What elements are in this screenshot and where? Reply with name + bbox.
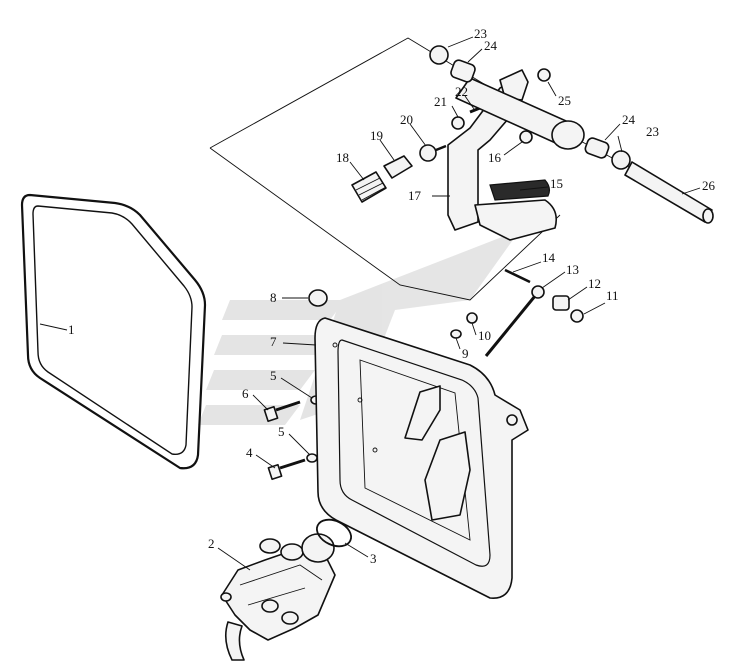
callout-6: 6 — [242, 386, 249, 401]
part-26-shaft — [624, 161, 714, 224]
part-25-nut — [537, 68, 551, 82]
callout-1: 1 — [68, 322, 75, 337]
callout-26: 26 — [702, 178, 716, 193]
callout-16: 16 — [488, 150, 502, 165]
part-9-nut — [450, 329, 462, 339]
callout-20: 20 — [400, 112, 413, 127]
callout-17: 17 — [408, 188, 422, 203]
part-15-pedal-pad — [474, 179, 558, 241]
callout-18: 18 — [336, 150, 349, 165]
callout-7: 7 — [270, 334, 277, 349]
callout-12: 12 — [588, 276, 601, 291]
part-23-ring-upper — [429, 45, 449, 65]
callout-23-lower: 23 — [646, 124, 659, 139]
callout-24-lower: 24 — [622, 112, 636, 127]
part-4-bolt — [267, 458, 306, 481]
part-23-ring-lower — [611, 150, 631, 170]
leader-lines — [39, 36, 701, 571]
part-10-washer — [466, 312, 478, 324]
part-11-clip — [570, 309, 584, 323]
part-8-ring — [308, 289, 328, 307]
callout-2: 2 — [208, 536, 215, 551]
part-16-nut — [519, 130, 533, 144]
callout-8: 8 — [270, 290, 277, 305]
part-24-bushing-lower — [584, 137, 610, 159]
part-2-valve-body — [220, 533, 336, 661]
part-1-gasket — [20, 193, 207, 470]
callout-24-upper: 24 — [484, 38, 498, 53]
callout-5-upper: 5 — [270, 368, 277, 383]
pivot-tube — [455, 77, 585, 150]
part-21-washer — [451, 116, 465, 130]
callout-22: 22 — [455, 84, 468, 99]
callout-9: 9 — [462, 346, 469, 361]
callout-4: 4 — [246, 445, 253, 460]
part-12-bushing — [552, 295, 570, 311]
part-13-push-rod — [484, 285, 545, 357]
callout-21: 21 — [434, 94, 447, 109]
callout-14: 14 — [542, 250, 556, 265]
callout-23-upper: 23 — [474, 26, 487, 41]
callout-19: 19 — [370, 128, 383, 143]
part-6-bolt — [263, 400, 301, 423]
callout-3: 3 — [370, 551, 377, 566]
part-7-housing — [314, 317, 529, 599]
part-14-pin — [504, 268, 531, 284]
callout-11: 11 — [606, 288, 619, 303]
callout-15: 15 — [550, 176, 563, 191]
part-20-ball-joint — [419, 144, 447, 162]
callout-10: 10 — [478, 328, 491, 343]
part-19-spring-seat — [383, 155, 413, 179]
callout-labels: 1 2 3 4 5 5 6 7 8 9 10 11 12 13 14 15 16… — [68, 26, 716, 566]
callout-13: 13 — [566, 262, 579, 277]
part-18-spring — [351, 171, 387, 203]
part-5-washer-lower — [306, 453, 318, 463]
callout-5-lower: 5 — [278, 424, 285, 439]
callout-25: 25 — [558, 93, 571, 108]
part-24-bushing-upper — [450, 59, 476, 83]
